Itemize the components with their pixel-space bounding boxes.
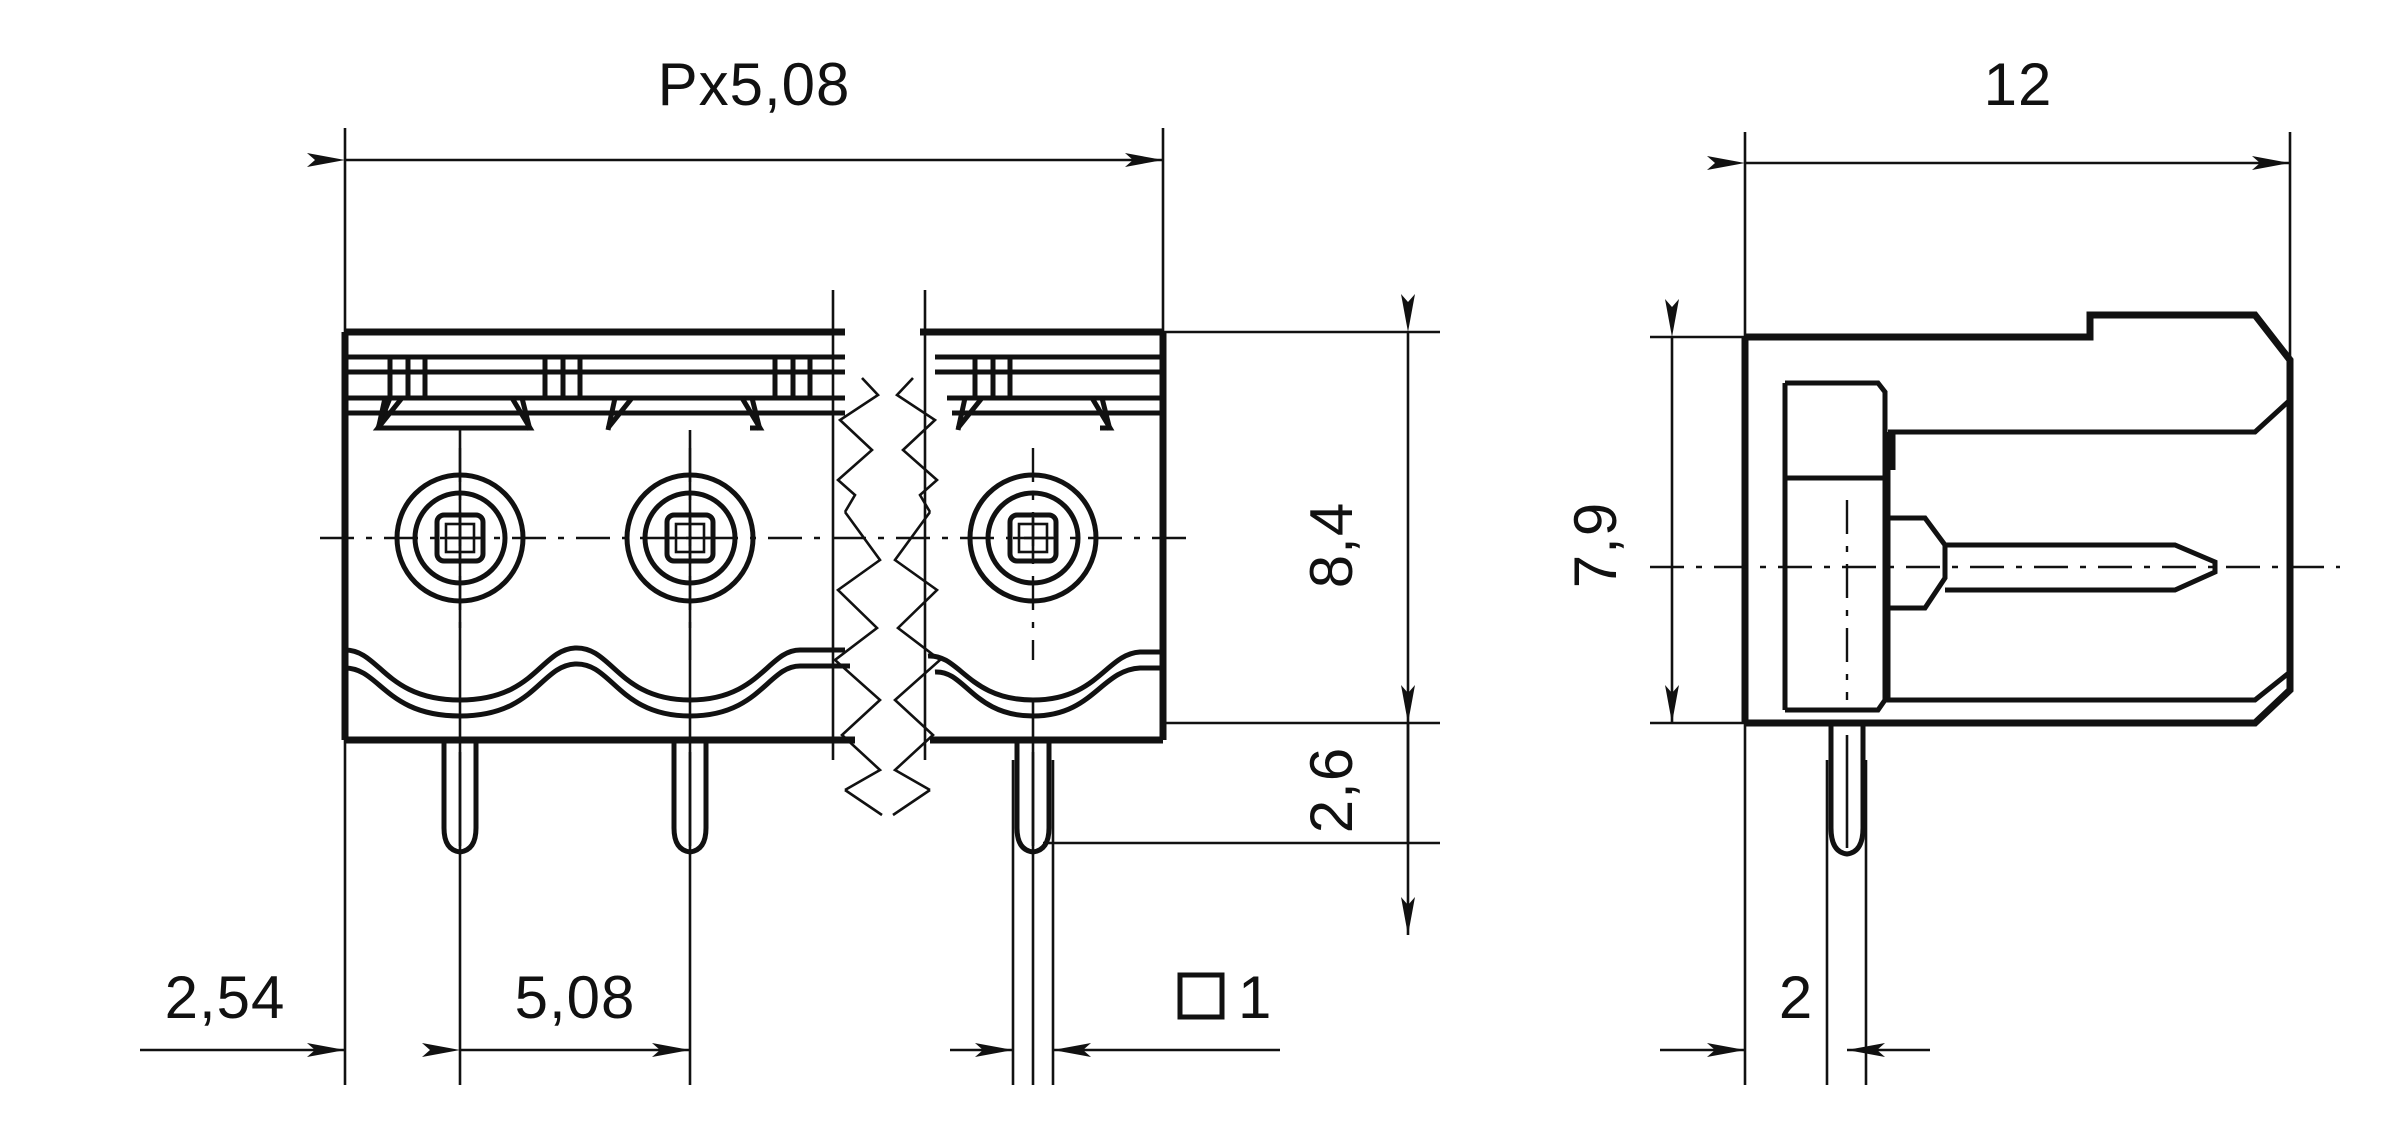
square-symbol-icon bbox=[1177, 972, 1225, 1020]
front-view-extension-lines bbox=[343, 128, 1440, 1085]
side-view: 12 bbox=[1562, 51, 2340, 1085]
pitch-dimension: 5,08 bbox=[422, 964, 690, 1057]
pin-length-dimension-label: 2,6 bbox=[1298, 747, 1365, 833]
contact-pin bbox=[1650, 515, 2340, 611]
connector-body-left-segment bbox=[341, 328, 855, 744]
pitch-total-dimension-label: Px5,08 bbox=[658, 51, 851, 118]
side-height-dimension: 7,9 bbox=[1562, 299, 1679, 723]
connector-body-right-segment bbox=[920, 328, 1167, 744]
front-view: Px5,08 bbox=[140, 51, 1440, 1085]
pitch-total-dimension: Px5,08 bbox=[307, 51, 1163, 167]
edge-offset-dimension-label: 2,54 bbox=[165, 964, 286, 1031]
body-height-dimension: 8,4 bbox=[1298, 294, 1415, 723]
pin-length-dimension: 2,6 bbox=[1298, 723, 1415, 935]
pin-offset-dimension-label: 2 bbox=[1779, 964, 1813, 1031]
side-view-body-outline bbox=[1741, 311, 2294, 727]
body-depth-dimension-label: 12 bbox=[1984, 51, 2053, 118]
pitch-dimension-label: 5,08 bbox=[515, 964, 636, 1031]
pin-cross-section-dimension: 1 bbox=[950, 964, 1280, 1057]
side-height-dimension-label: 7,9 bbox=[1562, 502, 1629, 588]
pin-cross-section-dimension-label: 1 bbox=[1238, 964, 1272, 1031]
break-line bbox=[832, 377, 943, 817]
edge-offset-dimension: 2,54 bbox=[140, 964, 345, 1057]
pin-offset-dimension: 2 bbox=[1660, 964, 1930, 1057]
body-depth-dimension: 12 bbox=[1707, 51, 2290, 170]
screw-terminal-pole-n bbox=[967, 448, 1099, 660]
side-view-solder-pin bbox=[1828, 500, 1866, 857]
solder-pin-n bbox=[1014, 740, 1052, 855]
solder-pin-1 bbox=[441, 740, 479, 855]
body-height-dimension-label: 8,4 bbox=[1298, 502, 1365, 588]
solder-pin-2 bbox=[671, 740, 709, 855]
